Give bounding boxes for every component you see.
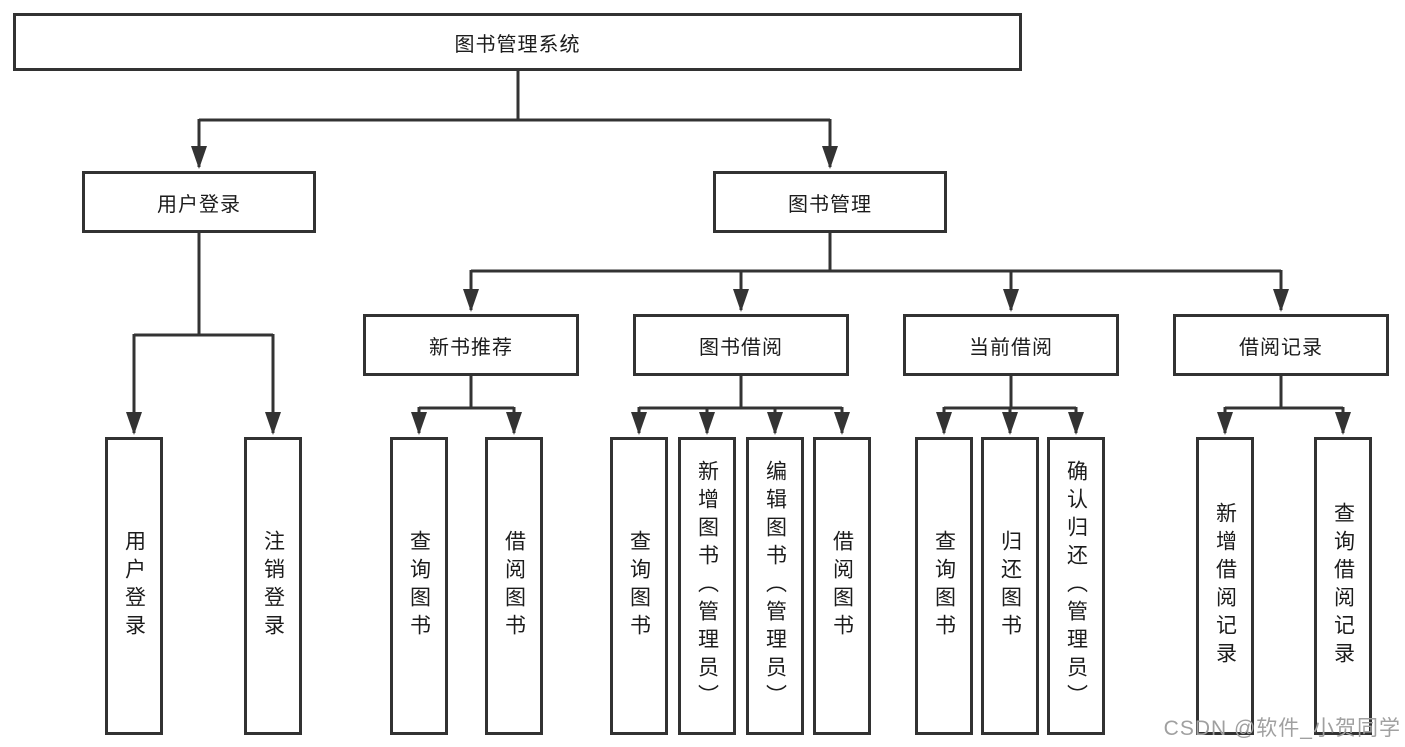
leaf-add-borrow-record: 新增借阅记录: [1196, 437, 1254, 735]
leaf-user-login: 用户登录: [105, 437, 163, 735]
node-book-management-label: 图书管理: [788, 193, 872, 216]
leaf-query-books-recommend-label: 查询图书: [407, 530, 431, 642]
node-current-borrowing: 当前借阅: [903, 314, 1119, 376]
leaf-add-book-admin-label: 新增图书（管理员）: [695, 460, 719, 712]
node-root-label: 图书管理系统: [454, 33, 581, 56]
leaf-add-book-admin: 新增图书（管理员）: [678, 437, 736, 735]
leaf-borrow-books: 借阅图书: [813, 437, 871, 735]
leaf-borrow-books-recommend: 借阅图书: [485, 437, 543, 735]
leaf-borrow-books-recommend-label: 借阅图书: [502, 530, 526, 642]
leaf-user-login-label: 用户登录: [122, 530, 146, 642]
node-borrow-records: 借阅记录: [1173, 314, 1389, 376]
node-new-book-recommend: 新书推荐: [363, 314, 579, 376]
leaf-add-borrow-record-label: 新增借阅记录: [1213, 502, 1237, 670]
connector-newbook-trunk: [419, 376, 514, 410]
leaf-query-books-recommend: 查询图书: [390, 437, 448, 735]
connector-borrowrec-trunk: [1225, 376, 1343, 410]
connector-root-trunk: [199, 71, 830, 122]
leaf-logout-label: 注销登录: [261, 530, 285, 642]
leaf-edit-book-admin-label: 编辑图书（管理员）: [763, 460, 787, 712]
leaf-query-books-current-label: 查询图书: [932, 530, 956, 642]
connector-userlogin-trunk: [134, 233, 273, 337]
node-borrow-records-label: 借阅记录: [1239, 336, 1323, 359]
node-user-login: 用户登录: [82, 171, 316, 233]
leaf-query-borrow-record: 查询借阅记录: [1314, 437, 1372, 735]
node-book-borrowing: 图书借阅: [633, 314, 849, 376]
leaf-confirm-return-admin-label: 确认归还（管理员）: [1064, 460, 1088, 712]
leaf-return-book: 归还图书: [981, 437, 1039, 735]
node-new-book-recommend-label: 新书推荐: [429, 336, 513, 359]
node-root: 图书管理系统: [13, 13, 1022, 71]
leaf-edit-book-admin: 编辑图书（管理员）: [746, 437, 804, 735]
leaf-confirm-return-admin: 确认归还（管理员）: [1047, 437, 1105, 735]
leaf-query-books-current: 查询图书: [915, 437, 973, 735]
csdn-watermark: CSDN @软件_小贺同学: [1163, 717, 1401, 740]
leaf-query-books-borrow-label: 查询图书: [627, 530, 651, 642]
node-book-borrowing-label: 图书借阅: [699, 336, 783, 359]
leaf-borrow-books-label: 借阅图书: [830, 530, 854, 642]
leaf-return-book-label: 归还图书: [998, 530, 1022, 642]
node-current-borrowing-label: 当前借阅: [969, 336, 1053, 359]
leaf-query-books-borrow: 查询图书: [610, 437, 668, 735]
leaf-query-borrow-record-label: 查询借阅记录: [1331, 502, 1355, 670]
connector-bookmgmt-trunk: [471, 233, 1281, 273]
node-user-login-label: 用户登录: [157, 193, 241, 216]
connector-curborrow-trunk: [944, 376, 1076, 410]
node-book-management: 图书管理: [713, 171, 947, 233]
leaf-logout: 注销登录: [244, 437, 302, 735]
connector-bookborrow-trunk: [639, 376, 842, 410]
